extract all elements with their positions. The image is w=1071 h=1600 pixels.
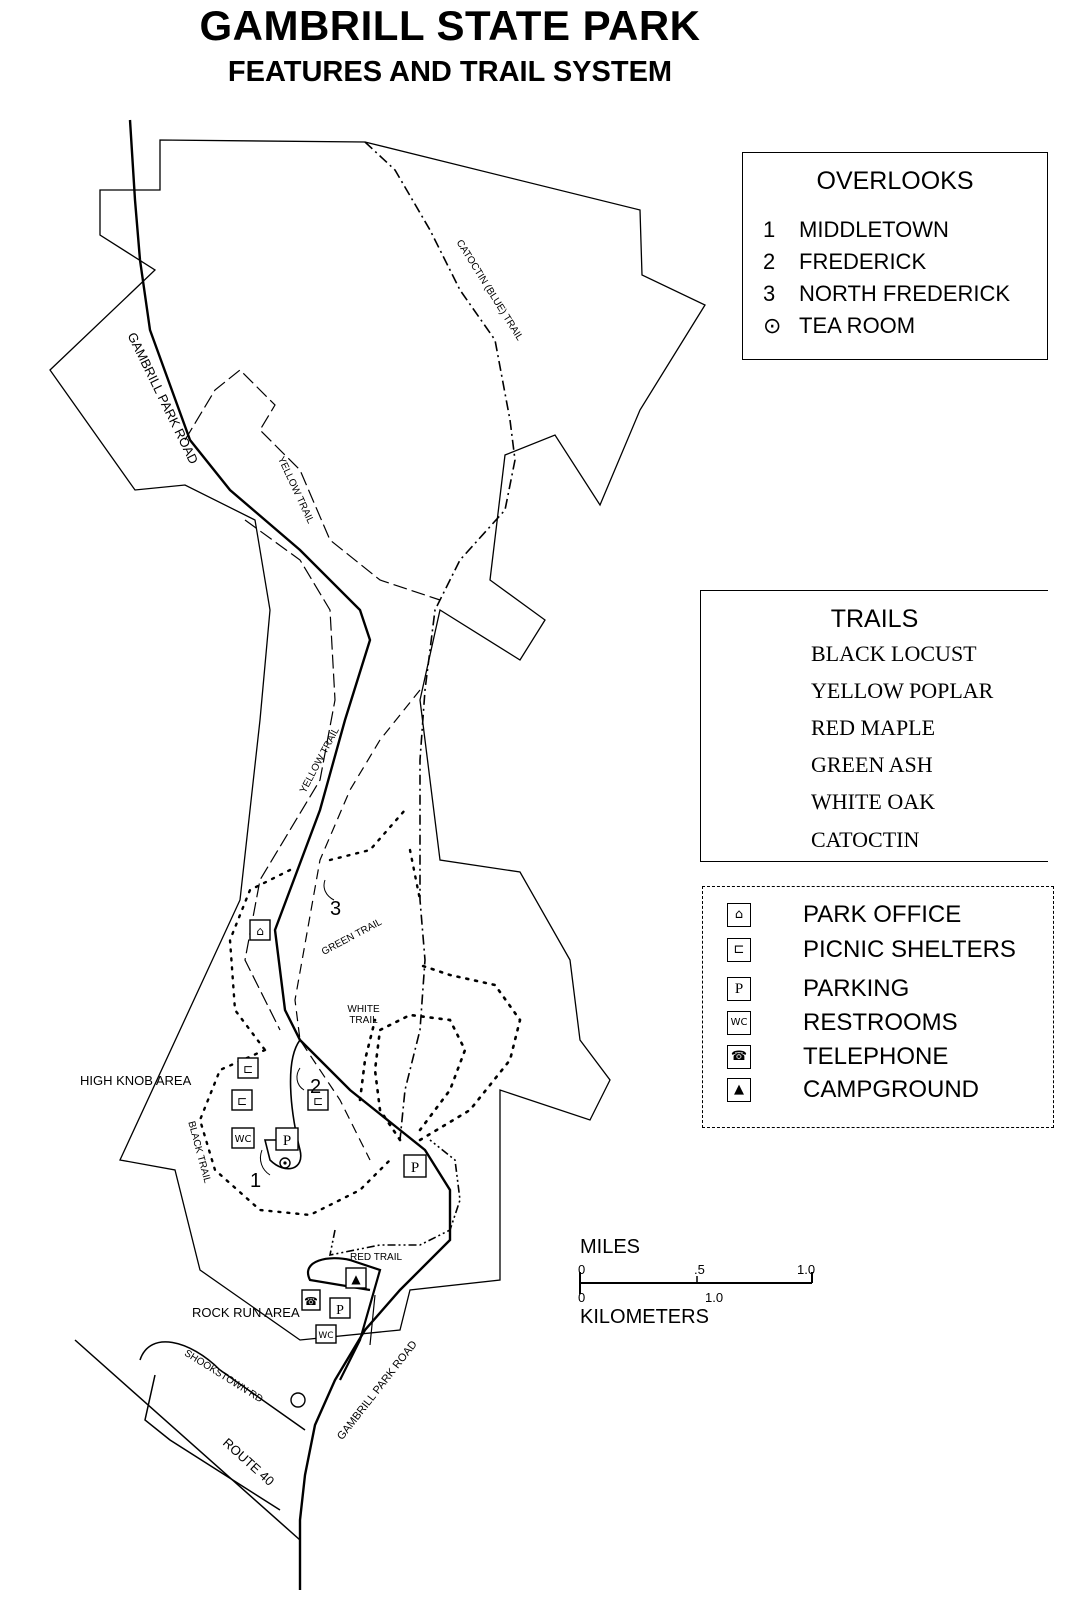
svg-text:P: P: [411, 1160, 419, 1176]
rock-run-loop: [306, 1257, 382, 1381]
svg-text:WC: WC: [235, 1134, 252, 1145]
area-label: HIGH KNOB AREA: [80, 1073, 192, 1088]
facility-legend-item: PARKING: [803, 975, 910, 1002]
overlooks-heading: OVERLOOKS: [816, 167, 974, 195]
svg-text:WC: WC: [318, 1331, 333, 1341]
route-40: [74, 1339, 301, 1541]
facility-legend-item: TELEPHONE: [803, 1043, 949, 1070]
trail-label: RED TRAIL: [350, 1252, 403, 1263]
scale-tick: 0: [578, 1290, 586, 1305]
facility-legend-item: CAMPGROUND: [803, 1076, 980, 1103]
shookstown-road: [139, 1341, 306, 1431]
map-parking-icon: P: [403, 1154, 427, 1178]
yellow-trail: [184, 369, 441, 1031]
tea-room-icon: [279, 1157, 291, 1169]
telephone-icon: ☎: [727, 1045, 751, 1069]
map-restrooms-icon: WC: [231, 1127, 255, 1149]
red-trail: [328, 1139, 461, 1257]
restrooms-icon: WC: [727, 1011, 751, 1035]
map-sign-icon: [290, 1392, 306, 1408]
map-subtitle: FEATURES AND TRAIL SYSTEM: [227, 56, 673, 88]
svg-text:P: P: [336, 1303, 344, 1318]
map-picnic-shelter-icon: ⊏: [237, 1057, 259, 1079]
scale-miles-label: MILES: [580, 1236, 641, 1258]
trail-legend-item: YELLOW POPLAR: [811, 678, 994, 703]
map-telephone-icon: ☎: [301, 1289, 321, 1311]
map-picnic-shelter-icon: ⊏: [307, 1089, 329, 1111]
black-trail: [198, 868, 392, 1217]
trail-legend-item: GREEN ASH: [811, 752, 933, 777]
map-parking-icon: P: [275, 1127, 299, 1151]
svg-text:⊏: ⊏: [243, 1062, 253, 1076]
area-label: ROCK RUN AREA: [192, 1305, 300, 1320]
map-title: GAMBRILL STATE PARK: [199, 2, 701, 49]
svg-text:⊏: ⊏: [237, 1094, 247, 1108]
campground-icon: ▲: [727, 1078, 751, 1102]
scale-tick: 0: [578, 1262, 586, 1277]
white-trail: [358, 963, 522, 1142]
rock-run-spur: [369, 1294, 376, 1346]
high-knob-loop: [263, 1039, 302, 1170]
park-office-icon: ⌂: [727, 903, 751, 927]
scale-km-label: KILOMETERS: [580, 1306, 709, 1328]
trail-legend-item: RED MAPLE: [811, 715, 936, 740]
route-40-south: [144, 1374, 281, 1511]
scale-tick: 1.0: [705, 1290, 724, 1305]
trail-label: WHITE TRAIL: [347, 1004, 380, 1026]
green-trail: [294, 689, 421, 1161]
svg-text:⊏: ⊏: [313, 1094, 323, 1108]
trails-heading: TRAILS: [830, 605, 919, 633]
overlook-item: ⊙TEA ROOM: [763, 313, 916, 338]
overlook-marker: 2: [310, 1076, 322, 1098]
park-boundary: [49, 139, 706, 1341]
catoctin-trail: [364, 141, 516, 1141]
svg-text:☎: ☎: [304, 1295, 318, 1308]
gambrill-park-road: [128, 119, 452, 1590]
white-trail-connector: [328, 808, 422, 902]
facility-legend-item: PARK OFFICE: [803, 901, 962, 928]
map-picnic-shelter-icon: ⊏: [231, 1089, 253, 1111]
trail-legend-item: CATOCTIN: [811, 827, 920, 852]
facilities-legend: ⌂ PARK OFFICE ⊏ PICNIC SHELTERS P PARKIN…: [702, 886, 1054, 1128]
overlook-marker: 3: [330, 898, 342, 920]
svg-text:▲: ▲: [351, 1272, 361, 1286]
scale-tick: .5: [694, 1262, 705, 1277]
svg-text:P: P: [283, 1133, 291, 1149]
trail-legend-item: BLACK LOCUST: [811, 641, 977, 666]
picnic-shelter-icon: ⊏: [727, 938, 751, 962]
scale-tick: 1.0: [797, 1262, 816, 1277]
overlook-marker: 1: [250, 1170, 262, 1192]
tea-room-icon: ⊙: [763, 313, 782, 338]
facility-legend-item: RESTROOMS: [803, 1009, 958, 1036]
trails-legend: TRAILS BLACK LOCUST YELLOW POPLAR RED MA…: [700, 590, 1048, 862]
map-park-office-icon: ⌂: [249, 919, 271, 941]
trail-legend-item: WHITE OAK: [811, 789, 936, 814]
facility-legend-item: PICNIC SHELTERS: [803, 936, 1016, 963]
parking-icon: P: [727, 977, 751, 1001]
map-parking-icon: P: [329, 1297, 351, 1319]
map-restrooms-icon: WC: [315, 1324, 337, 1344]
svg-text:⌂: ⌂: [256, 924, 264, 938]
map-campground-icon: ▲: [345, 1267, 367, 1289]
